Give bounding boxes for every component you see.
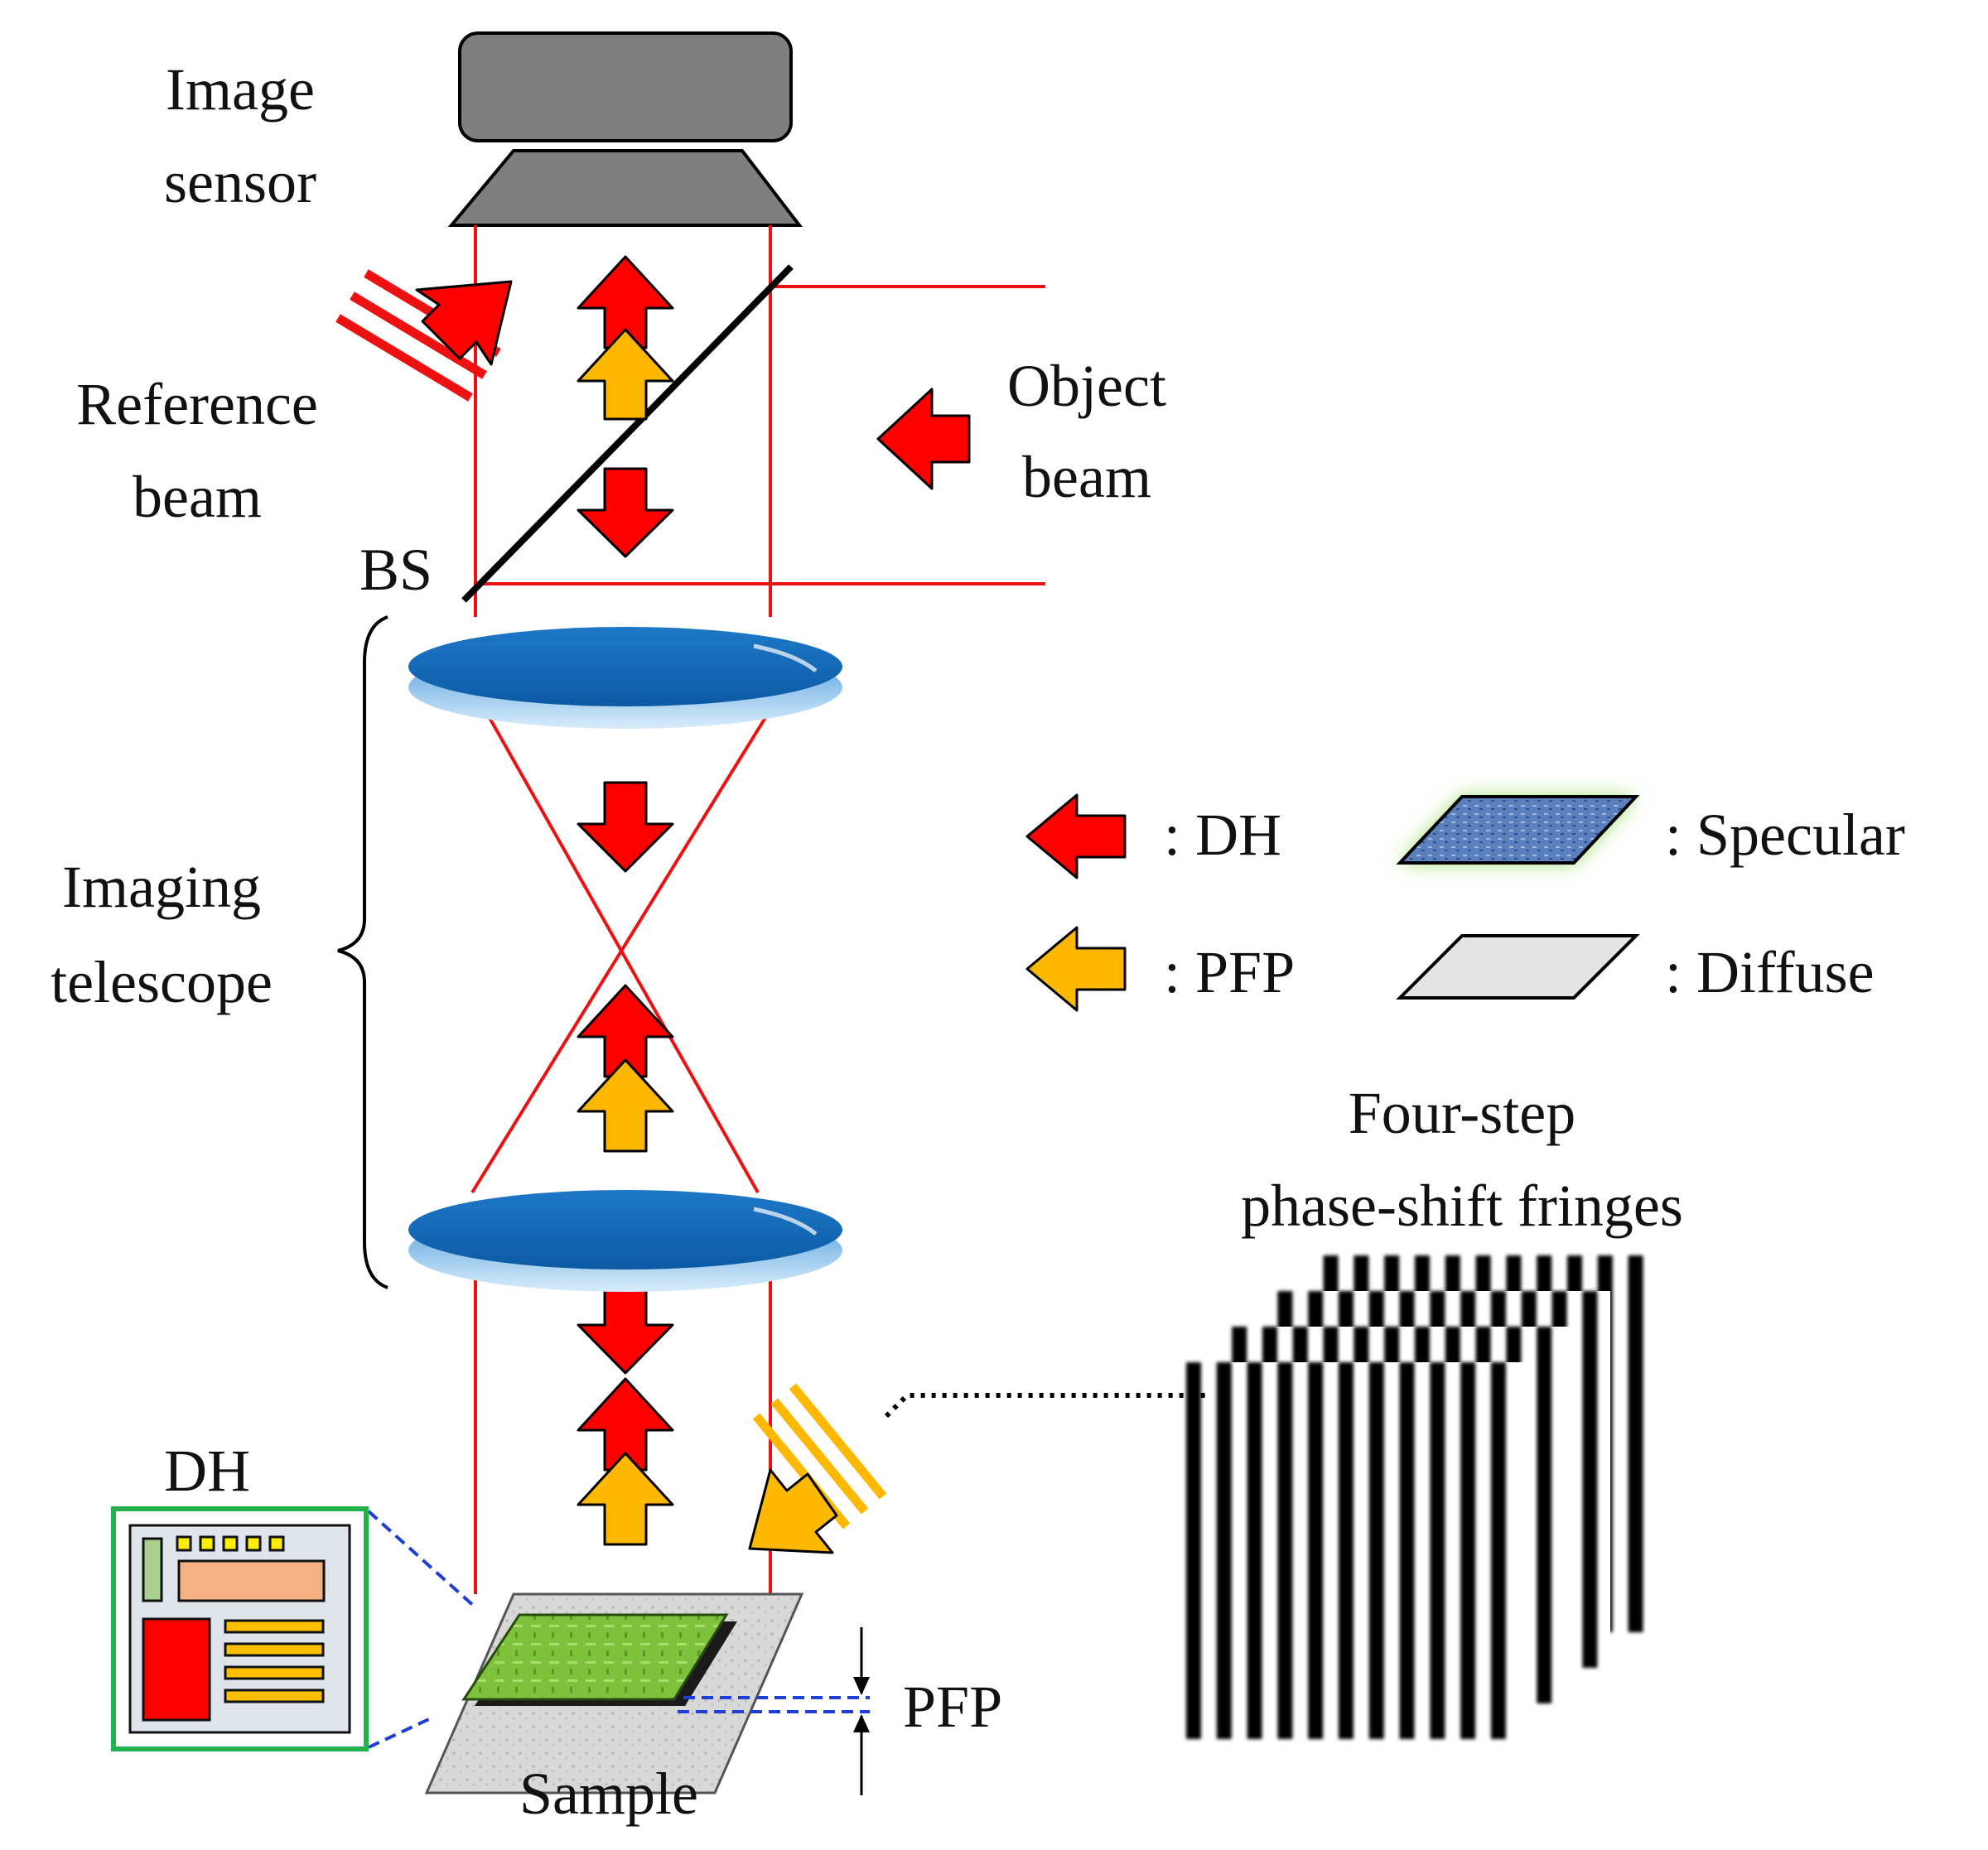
pfp-arrow-up: [577, 1452, 674, 1546]
pfp-arrow-up: [577, 328, 674, 421]
fringe-stripe: [1368, 1362, 1384, 1739]
fringe-stripe: [1537, 1327, 1552, 1703]
legend-dh-label: : DH: [1164, 802, 1281, 868]
legend-specular-label: : Specular: [1665, 802, 1905, 868]
legend: : DH : PFP : Specular : Diffuse: [1025, 793, 1905, 1012]
legend-pfp-label: : PFP: [1164, 939, 1295, 1005]
telescope-brace: [337, 615, 388, 1289]
legend-diffuse-label: : Diffuse: [1665, 939, 1875, 1005]
object-beam-label-line2: beam: [1022, 444, 1151, 510]
object-beam-arrow: [876, 388, 971, 490]
dh-arrow-down: [577, 467, 674, 558]
fringe-stripe: [1247, 1362, 1262, 1739]
dh-inset: [111, 1506, 478, 1751]
dh-arrow-down: [577, 1282, 674, 1375]
sample-label: Sample: [519, 1761, 698, 1827]
fringes-label-line2: phase-shift fringes: [1241, 1173, 1683, 1239]
fringe-stripe: [1308, 1362, 1324, 1739]
fringe-stripe: [1277, 1362, 1293, 1739]
pfp-projector-arrow: [748, 1468, 838, 1554]
beam-splitter-label: BS: [359, 537, 432, 603]
image-sensor-label-line2: sensor: [164, 149, 316, 215]
upper-lens: [408, 627, 842, 729]
fringe-stripe: [1216, 1362, 1232, 1739]
fringe-stripe: [1491, 1362, 1506, 1739]
fringe-frame: [1186, 1362, 1534, 1739]
fringe-stripe: [1628, 1255, 1643, 1632]
lower-lens: [408, 1190, 842, 1292]
fringes-label-line1: Four-step: [1349, 1080, 1576, 1146]
beam-splitter: [461, 264, 794, 603]
projector-connector: [884, 1393, 1205, 1419]
fringe-stripe: [1339, 1362, 1353, 1739]
reference-beam-label-line2: beam: [133, 464, 262, 530]
fringe-stripe: [1186, 1362, 1201, 1739]
image-sensor: [447, 31, 803, 227]
fringe-stack: [1186, 1255, 1648, 1739]
object-beam-label-line1: Object: [1007, 353, 1166, 419]
legend-pfp-arrow: [1025, 926, 1127, 1012]
dh-arrow-down: [577, 781, 674, 873]
pfp-gap-marker: [678, 1627, 870, 1795]
image-sensor-label-line1: Image: [166, 56, 315, 123]
fringe-stripe: [1430, 1362, 1445, 1739]
reference-beam-arrow: [415, 280, 513, 366]
sample-chip: [461, 1613, 729, 1701]
fringe-stripe: [1460, 1362, 1476, 1739]
dh-inset-label: DH: [164, 1438, 250, 1504]
pfp-arrow-up: [577, 1058, 674, 1153]
imaging-telescope-label-line1: Imaging: [62, 854, 261, 920]
legend-specular-swatch: [1396, 795, 1640, 865]
sample: [424, 1592, 804, 1795]
legend-dh-arrow: [1025, 793, 1127, 879]
pfp-gap-label: PFP: [903, 1674, 1002, 1740]
fringe-stripe: [1399, 1362, 1415, 1739]
reference-beam-label-line1: Reference: [76, 371, 318, 437]
fringe-stripe: [1582, 1291, 1598, 1668]
legend-diffuse-swatch: [1396, 934, 1640, 1000]
imaging-telescope-label-line2: telescope: [51, 949, 273, 1015]
